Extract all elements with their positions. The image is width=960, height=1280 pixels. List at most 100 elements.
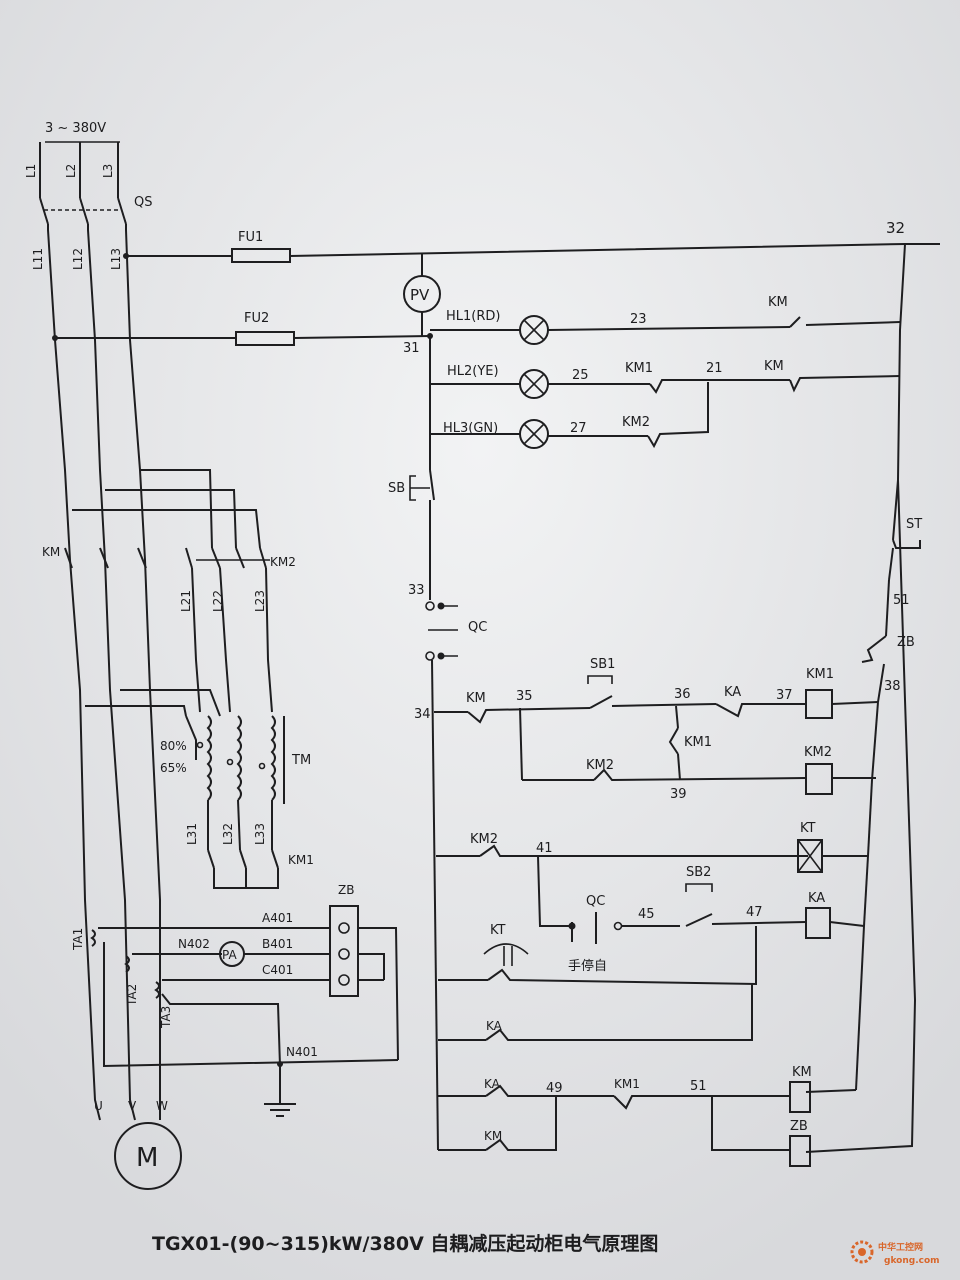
terminal-c401-label: C401 [262, 963, 293, 977]
tm-line-l32: L32 [221, 823, 235, 845]
node-21-label: 21 [706, 361, 723, 376]
selector-switch-qc: 33 QC [408, 583, 487, 1151]
node-41-label: 41 [536, 841, 553, 856]
node-51-label: 51 [690, 1079, 707, 1094]
motor-terminal-u: U [94, 1099, 103, 1113]
motor-symbol: M [136, 1143, 158, 1173]
node-23-label: 23 [630, 312, 647, 327]
contactor-km2-label: KM2 [270, 555, 296, 569]
node-27-label: 27 [570, 421, 587, 436]
start-button-sb1-label: SB1 [590, 657, 615, 672]
rung34-contact-ka-label: KA [724, 685, 741, 700]
motor-terminal-v: V [128, 1099, 137, 1113]
timer-contact-kt-label: KT [490, 923, 506, 938]
node-36-label: 36 [674, 687, 691, 702]
ct-ta3-label: TA3 [159, 1006, 173, 1029]
neutral-n402-label: N402 [178, 937, 210, 951]
motor-terminal-w: W [156, 1099, 168, 1113]
stop-button-label: SB [388, 481, 405, 496]
tap-80-label: 80% [160, 739, 187, 753]
star-contactor-km1-label: KM1 [288, 853, 314, 867]
tm-line-l23: L23 [253, 590, 267, 612]
fuse-fu1: FU1 [126, 230, 291, 263]
watermark-cn: 中华工控网 [878, 1241, 923, 1253]
node-31-label: 31 [403, 341, 420, 356]
fuse-fu2: FU2 [55, 311, 295, 346]
indicator-lamp-hl2: HL2(YE) 25 KM1 21 KM [430, 359, 901, 399]
feeder-label-l11: L11 [31, 248, 45, 270]
rung41-contact-km2-label: KM2 [470, 832, 498, 847]
main-contactor-km-label: KM [42, 545, 60, 559]
isolator-label: QS [134, 195, 152, 210]
selector-modes-label: 手停自 [568, 958, 607, 974]
phase-label-l1: L1 [24, 164, 38, 178]
hl2-contact-km-label: KM [764, 359, 784, 374]
neutral-n401-label: N401 [286, 1045, 318, 1059]
relay-coil-ka-label: KA [808, 891, 825, 906]
tm-line-l31: L31 [185, 823, 199, 845]
coil-zb-label: ZB [790, 1119, 808, 1134]
power-contactors: KM KM2 L21 L22 L23 [42, 469, 296, 713]
watermark-url: gkong.com [884, 1256, 940, 1266]
hl1-contact-km-label: KM [768, 295, 788, 310]
terminal-b401-label: B401 [262, 937, 293, 951]
power-supply: 3 ~ 380V L1 L2 L3 QS L11 L12 L13 [24, 121, 152, 270]
node-47-label: 47 [746, 905, 763, 920]
ammeter-pa-label: PA [222, 948, 237, 962]
control-rung-km2: KM2 KM2 [519, 707, 876, 795]
lamp-hl2-label: HL2(YE) [447, 364, 499, 379]
ground-icon [264, 1103, 296, 1117]
main-isolator-qs: QS [39, 195, 152, 225]
diagram-title: TGX01-(90~315)kW/380V 自耦减压起动柜电气原理图 [152, 1232, 658, 1255]
control-rung-km-zb: KA 49 KM1 51 KM KM ZB [438, 1065, 812, 1167]
tap-65-label: 65% [160, 761, 187, 775]
indicator-lamp-hl1: HL1(RD) 23 KM [429, 295, 901, 470]
limit-switch-st-label: ST [906, 517, 922, 532]
zb-contact-label: ZB [897, 635, 915, 650]
hl3-contact-km2-label: KM2 [622, 415, 650, 430]
node-35-label: 35 [516, 689, 533, 704]
node-33-label: 33 [408, 583, 425, 598]
node-25-label: 25 [572, 368, 589, 383]
transformer-tm-label: TM [291, 753, 311, 768]
node-32-label: 32 [886, 219, 905, 237]
lamp-hl1-label: HL1(RD) [446, 309, 500, 324]
control-rung-km1: 34 KM 35 SB1 36 KA 37 KM1 38 KM1 39 [414, 657, 901, 802]
coil-km1-label: KM1 [806, 667, 834, 682]
motor-icon [114, 1122, 182, 1190]
gear-icon [850, 1240, 874, 1264]
hold-contact-ka-label: KA [486, 1019, 503, 1033]
tm-line-l33: L33 [253, 823, 267, 845]
terminal-a401-label: A401 [262, 911, 293, 925]
hl2-contact-km1-label: KM1 [625, 361, 653, 376]
phase-label-l2: L2 [64, 164, 78, 178]
node-49-label: 49 [546, 1081, 563, 1096]
bottom-contact-km1-label: KM1 [614, 1077, 640, 1091]
rung34-contact-km-label: KM [466, 691, 486, 706]
phase-label-l3: L3 [101, 164, 115, 178]
node-37-label: 37 [776, 688, 793, 703]
auto-selector-qc-label: QC [586, 894, 605, 909]
right-rail-limits: ST 51 ZB [805, 479, 922, 1153]
fuse-fu1-label: FU1 [238, 230, 263, 245]
node-34-label: 34 [414, 707, 431, 722]
coil-km2-label: KM2 [804, 745, 832, 760]
control-rung-ka: QC 手停自 45 SB2 47 KA KT KA [438, 855, 865, 1041]
bottom-contact-km-label: KM [484, 1129, 502, 1143]
feeder-label-l12: L12 [71, 248, 85, 270]
fuse-fu2-label: FU2 [244, 311, 269, 326]
control-rung-kt: KM2 41 KT [436, 821, 868, 873]
node-45-label: 45 [638, 907, 655, 922]
tm-line-l21: L21 [179, 590, 193, 612]
lamp-hl3-label: HL3(GN) [443, 421, 498, 436]
node-38-label: 38 [884, 679, 901, 694]
coil-km-label: KM [792, 1065, 812, 1080]
feeder-label-l13: L13 [109, 248, 123, 270]
autotransformer-tm: TM 80% 65% L31 L32 L33 KM1 [85, 689, 314, 889]
metering-section: TA1 TA2 TA3 N402 PA A401 B401 C401 ZB N4… [71, 883, 399, 1117]
watermark: 中华工控网 gkong.com [850, 1240, 940, 1266]
ct-ta1-label: TA1 [71, 928, 85, 951]
node-39-label: 39 [670, 787, 687, 802]
